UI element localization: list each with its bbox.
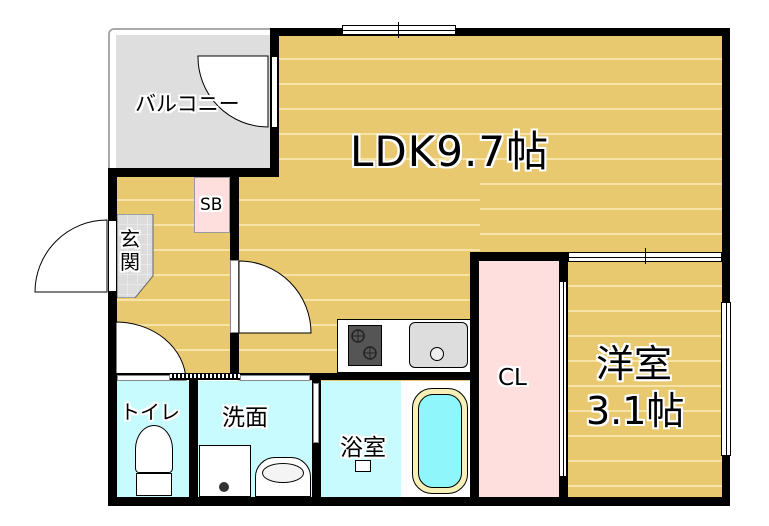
- bathroom: [321, 381, 401, 497]
- kitchen-sink-icon: [409, 322, 468, 368]
- bathroom-door-opening[interactable]: [313, 383, 319, 443]
- ldk-label: LDK9.7帖: [350, 127, 550, 176]
- entrance-tile: [117, 214, 154, 298]
- bathtub-basin-icon: [418, 394, 462, 488]
- washroom-door-opening[interactable]: [240, 375, 310, 381]
- wall-bottom: [108, 497, 730, 506]
- top-window: [342, 25, 456, 35]
- wall-top: [270, 28, 730, 36]
- toilet-bowl-icon: [135, 425, 173, 473]
- western-door-mark: [645, 248, 646, 264]
- balcony-door-swing-icon: [197, 55, 269, 128]
- stove-burners-icon: [351, 329, 377, 360]
- western-room-window: [721, 302, 731, 456]
- western-room-label-line1: 洋室: [596, 342, 673, 386]
- washbasin-bowl-icon: [262, 463, 304, 483]
- ldk-door-swing-icon: [238, 260, 312, 334]
- toilet-tank-icon: [136, 473, 172, 496]
- western-room-floor: [568, 262, 722, 497]
- drain-icon: [219, 482, 229, 492]
- wall-right: [722, 28, 730, 506]
- wall-closet-top: [470, 252, 568, 261]
- wall-left: [108, 170, 117, 506]
- closet-storage: [479, 261, 559, 497]
- front-door-opening[interactable]: [108, 220, 117, 292]
- front-door-swing-icon: [34, 219, 108, 293]
- toilet-door-opening[interactable]: [117, 375, 170, 381]
- wall-balcony-bottom: [108, 168, 279, 177]
- bathroom-label: 浴室: [340, 435, 386, 461]
- entrance-label: 玄関: [120, 227, 140, 274]
- wall-toilet-right: [189, 380, 198, 500]
- shoebox-label: SB: [200, 195, 223, 215]
- sink-drain-icon: [430, 347, 444, 361]
- washroom-label: 洗面: [222, 405, 268, 431]
- top-window-mark: [398, 22, 399, 38]
- shoebox-storage: [194, 177, 230, 233]
- sliding-door-track: [170, 374, 240, 378]
- balcony-door-opening[interactable]: [271, 56, 278, 128]
- western-room-label-line2: 3.1帖: [586, 389, 685, 433]
- washing-machine-pan-icon: [199, 445, 251, 497]
- toilet-label: トイレ: [120, 400, 180, 424]
- closet-sliding-door[interactable]: [559, 281, 567, 477]
- balcony-label: バルコニー: [135, 92, 240, 116]
- bath-shower-icon: [355, 460, 371, 472]
- closet-label: CL: [498, 365, 527, 391]
- wall-bath-right: [470, 252, 479, 502]
